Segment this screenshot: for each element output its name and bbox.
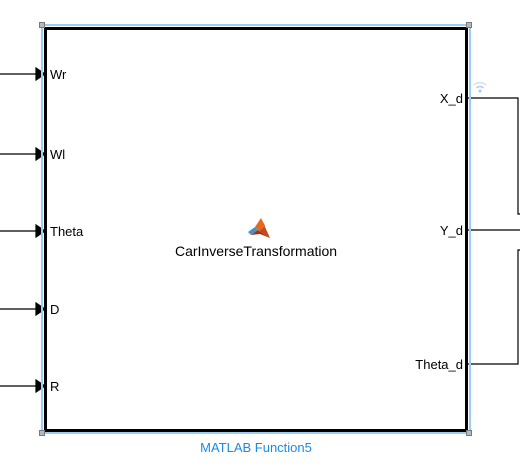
- resize-handle-bottom-left[interactable]: [39, 430, 45, 436]
- signal-stream-icon: [473, 81, 487, 93]
- resize-handle-top-right[interactable]: [466, 22, 472, 28]
- resize-handle-top-left[interactable]: [39, 22, 45, 28]
- output-line-x-d[interactable]: [468, 97, 520, 215]
- block-function-name: CarInverseTransformation: [174, 243, 338, 259]
- input-arrow-r: [35, 378, 47, 394]
- matlab-logo-icon: [248, 218, 270, 238]
- output-line-theta-d[interactable]: [468, 249, 520, 365]
- output-port-label-theta-d: Theta_d: [415, 357, 463, 372]
- input-arrow-theta: [35, 223, 47, 239]
- block-selection-outline: [41, 24, 471, 434]
- input-port-label-wl: Wl: [50, 147, 66, 162]
- input-port-label-d: D: [50, 302, 60, 317]
- input-arrow-d: [35, 301, 47, 317]
- input-port-label-wr: Wr: [50, 67, 67, 82]
- input-port-label-theta: Theta: [50, 224, 84, 239]
- output-port-label-x-d: X_d: [439, 91, 463, 106]
- resize-handle-bottom-right[interactable]: [466, 430, 472, 436]
- output-port-label-y-d: Y_d: [439, 223, 463, 238]
- block-caption[interactable]: MATLAB Function5: [200, 440, 312, 455]
- input-arrow-wl: [35, 146, 47, 162]
- input-arrow-wr: [35, 66, 47, 82]
- input-port-label-r: R: [50, 379, 60, 394]
